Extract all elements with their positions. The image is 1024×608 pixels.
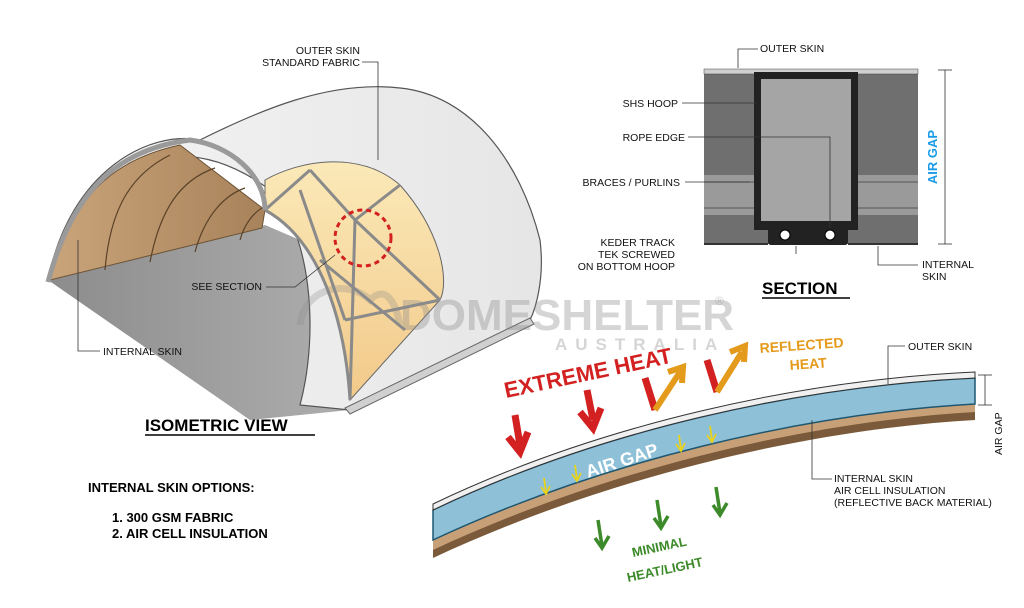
watermark-reg: ®	[715, 294, 724, 308]
section-detail: AIR GAP OUTER SKIN SHS HOOP ROPE EDGE BR…	[578, 43, 974, 299]
internal-skin-options: INTERNAL SKIN OPTIONS: 1. 300 GSM FABRIC…	[88, 480, 268, 541]
section-label-braces: BRACES / PURLINS	[583, 177, 680, 189]
heat-diagram: EXTREME HEAT REFLECTED HEAT AIR GAP MINI…	[432, 334, 1005, 585]
keder-bolt	[824, 229, 836, 241]
isometric-view: OUTER SKIN STANDARD FABRIC SEE SECTION I…	[45, 45, 542, 436]
heat-arrow-incident	[641, 376, 659, 412]
minimal-arrow	[593, 519, 611, 552]
frame-braces	[264, 168, 442, 401]
section-label-shs-hoop: SHS HOOP	[623, 98, 678, 110]
section-label-internal-2: SKIN	[922, 271, 947, 283]
reflected-heat-arrows	[652, 341, 749, 412]
heat-label-internal-1: INTERNAL SKIN	[834, 473, 913, 485]
section-label-keder-3: ON BOTTOM HOOP	[578, 261, 675, 273]
reflected-arrow	[714, 341, 749, 394]
extreme-heat-arrows	[505, 358, 721, 459]
leader-section-outer	[737, 48, 758, 68]
heat-label-internal-2: AIR CELL INSULATION	[834, 485, 945, 497]
reflected-arrow	[652, 362, 687, 412]
watermark-logo	[296, 285, 404, 326]
heat-label-outer-skin: OUTER SKIN	[908, 341, 972, 353]
heat-label-internal-3: (REFLECTIVE BACK MATERIAL)	[834, 497, 992, 509]
leader-rope	[688, 136, 831, 228]
leader-internal-skin	[77, 240, 100, 352]
section-air-gap-label: AIR GAP	[925, 130, 940, 185]
label-see-section: SEE SECTION	[191, 281, 262, 293]
section-label-outer-skin: OUTER SKIN	[760, 43, 824, 55]
gap-arrow	[675, 434, 686, 453]
roof-outer-skin	[432, 371, 976, 511]
internal-ribs	[104, 154, 263, 271]
watermark: DOMESHELTER ® AUSTRALIA	[296, 285, 734, 354]
reflected-heat-label-1: REFLECTED	[759, 334, 844, 356]
heat-arrow-down	[577, 389, 605, 435]
section-label-keder-2: TEK SCREWED	[598, 249, 675, 261]
label-internal-skin: INTERNAL SKIN	[103, 346, 182, 358]
see-section-marker	[333, 208, 393, 268]
minimal-heat-arrows	[593, 486, 729, 552]
watermark-sub: AUSTRALIA	[555, 335, 725, 354]
label-standard-fabric: STANDARD FABRIC	[262, 57, 360, 69]
gap-arrows	[540, 425, 717, 496]
front-hoop	[45, 137, 268, 283]
label-outer-skin: OUTER SKIN	[296, 45, 360, 57]
section-label-keder-1: KEDER TRACK	[601, 237, 676, 249]
leader-outer-skin	[362, 61, 379, 160]
gap-arrow	[571, 464, 582, 483]
minimal-heat-label-1: MINIMAL	[631, 534, 689, 560]
minimal-arrow	[652, 499, 670, 532]
isometric-title: ISOMETRIC VIEW	[145, 416, 289, 435]
section-title: SECTION	[762, 279, 838, 298]
keder-bolt	[779, 229, 791, 241]
options-heading: INTERNAL SKIN OPTIONS:	[88, 480, 255, 495]
leader-internal	[877, 246, 918, 266]
leader-see-section	[266, 254, 336, 288]
section-label-internal-1: INTERNAL	[922, 259, 974, 271]
minimal-arrow	[711, 486, 729, 519]
gap-arrow	[540, 477, 551, 496]
reflected-heat-label-2: HEAT	[789, 354, 828, 373]
leader-heat-internal	[811, 420, 832, 480]
watermark-brand: DOMESHELTER	[400, 291, 734, 340]
shs-hoop-inner	[761, 79, 851, 221]
base-rail	[344, 317, 535, 415]
option-item: 2. AIR CELL INSULATION	[112, 526, 268, 541]
leader-heat-outer	[887, 345, 905, 384]
section-label-rope-edge: ROPE EDGE	[623, 132, 685, 144]
heat-arrow-incident	[703, 358, 721, 394]
heat-side-air-gap-label: AIR GAP	[993, 412, 1005, 455]
option-item: 1. 300 GSM FABRIC	[112, 510, 234, 525]
heat-arrow-down	[505, 414, 532, 459]
gap-arrow	[706, 425, 717, 444]
